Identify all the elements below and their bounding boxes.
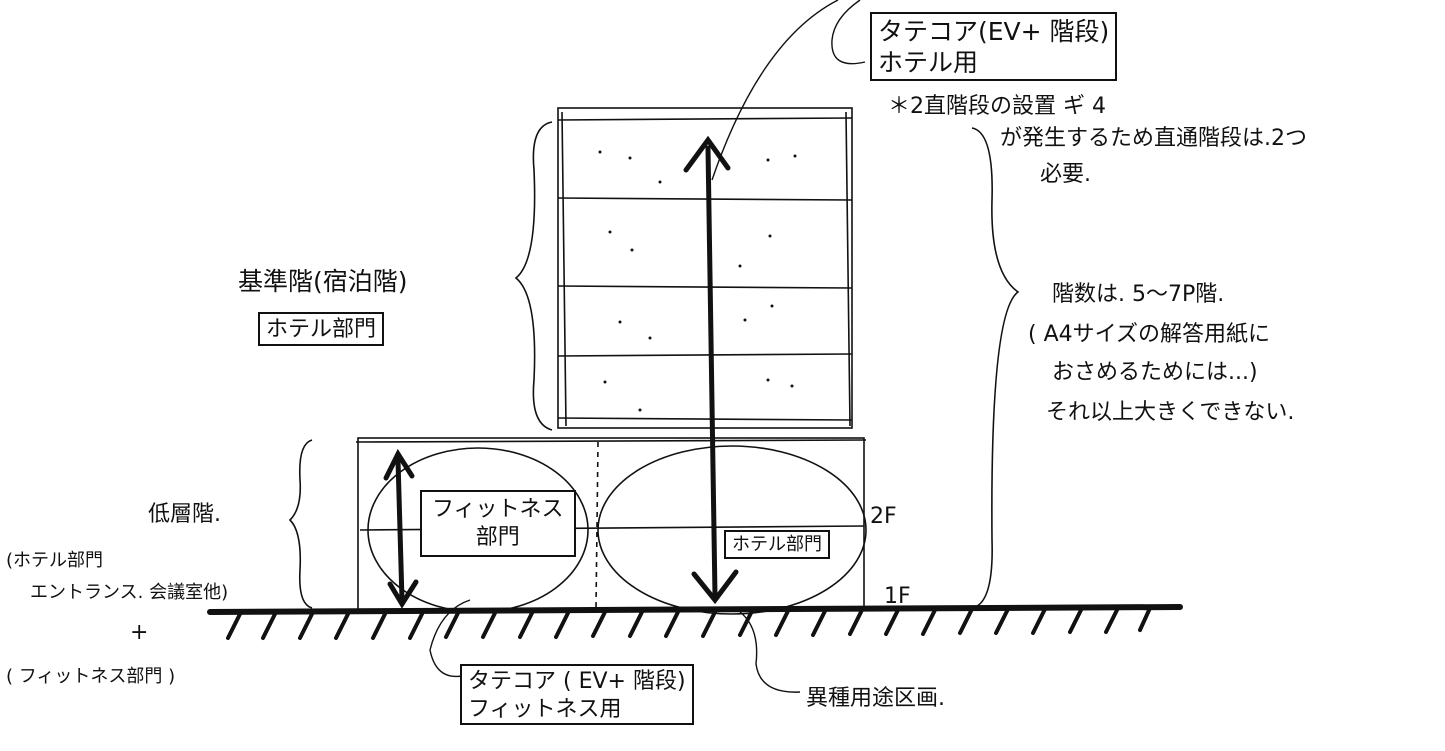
- plus-sign: +: [130, 620, 149, 645]
- total-floors-brace: [971, 127, 1020, 609]
- tower-dots: [598, 150, 797, 412]
- hotel-zone-bubble: [597, 445, 867, 615]
- fitness-core-label-line2: フィットネス用: [468, 696, 622, 722]
- tower-block: [557, 107, 853, 429]
- escape-stair-note-line3: 必要.: [1040, 162, 1091, 187]
- floor-1f-label: 1F: [884, 584, 911, 609]
- hotel-core-arrow: [683, 135, 739, 605]
- ground-hatching: [226, 606, 1152, 640]
- hotel-division-lower-box: ホテル部門: [724, 530, 830, 559]
- fitness-division-box: フィットネス 部門: [420, 490, 576, 557]
- standard-floor-label: 基準階(宿泊階): [238, 267, 408, 296]
- fitness-core-label-line1: タテコア ( EV+ 階段): [468, 669, 686, 694]
- floor-count-line3: おさめるためには...): [1052, 360, 1258, 385]
- hotel-core-label-line1: タテコア(EV+ 階段): [878, 17, 1110, 46]
- fitness-core-label: タテコア ( EV+ 階段) フィットネス用: [460, 664, 694, 725]
- hotel-core-label-line2: ホテル用: [878, 48, 979, 78]
- fitness-division-box-line2: 部門: [475, 524, 520, 550]
- low-floor-detail-line1: (ホテル部門: [6, 550, 104, 571]
- floor-count-line4: それ以上大きくできない.: [1046, 400, 1295, 425]
- low-floor-label: 低層階.: [148, 502, 221, 527]
- escape-stair-note-line2: が発生するため直通階段は.2つ: [1000, 126, 1307, 151]
- low-floor-brace: [288, 439, 313, 609]
- fitness-core-leader: [429, 599, 471, 678]
- standard-floor-brace: [514, 121, 553, 431]
- escape-stair-note-line1: ＊2直階段の設置 ギ 4: [888, 94, 1106, 119]
- fitness-division-paren: ( フィットネス部門 ): [6, 666, 176, 687]
- different-use-label: 異種用途区画.: [806, 686, 945, 711]
- hotel-division-upper-box: ホテル部門: [258, 312, 385, 346]
- fitness-zone-bubble: [367, 447, 589, 613]
- hotel-core-leader: [711, 0, 866, 181]
- fitness-core-arrow: [383, 448, 419, 609]
- different-use-leader: [739, 611, 801, 693]
- fitness-division-box-line1: フィットネス: [432, 497, 564, 522]
- hotel-core-label: タテコア(EV+ 階段) ホテル用: [870, 12, 1118, 81]
- floor-2f-label: 2F: [870, 504, 897, 529]
- low-floor-detail-line2: エントランス. 会議室他): [30, 582, 229, 603]
- floor-count-line1: 階数は. 5〜7P階.: [1052, 282, 1225, 307]
- floor-count-line2: ( A4サイズの解答用紙に: [1028, 322, 1270, 347]
